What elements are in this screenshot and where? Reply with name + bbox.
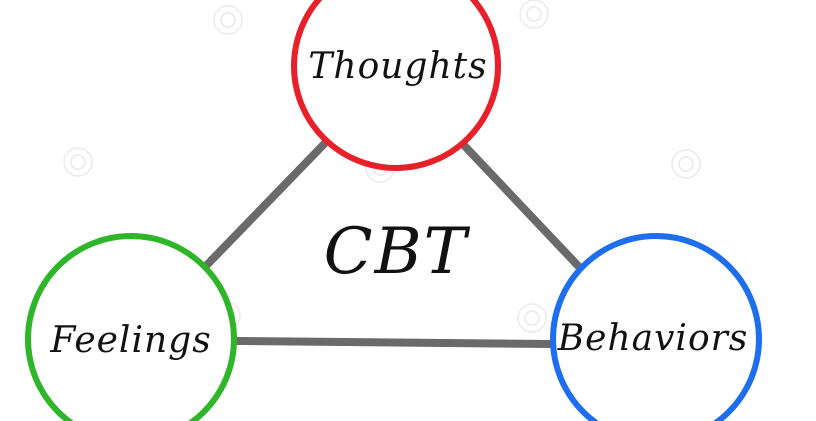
- thoughts-circle: [291, 0, 501, 171]
- feelings-label: Feelings: [49, 320, 211, 361]
- edge-thoughts-behaviors: [456, 137, 585, 273]
- center-label: CBT: [324, 215, 471, 289]
- thoughts-label: Thoughts: [308, 46, 487, 87]
- behaviors-circle: [550, 233, 762, 421]
- feelings-circle: [25, 233, 237, 421]
- edge-feelings-behaviors: [235, 337, 552, 348]
- behaviors-label: Behaviors: [557, 318, 749, 359]
- edge-thoughts-feelings: [199, 137, 331, 273]
